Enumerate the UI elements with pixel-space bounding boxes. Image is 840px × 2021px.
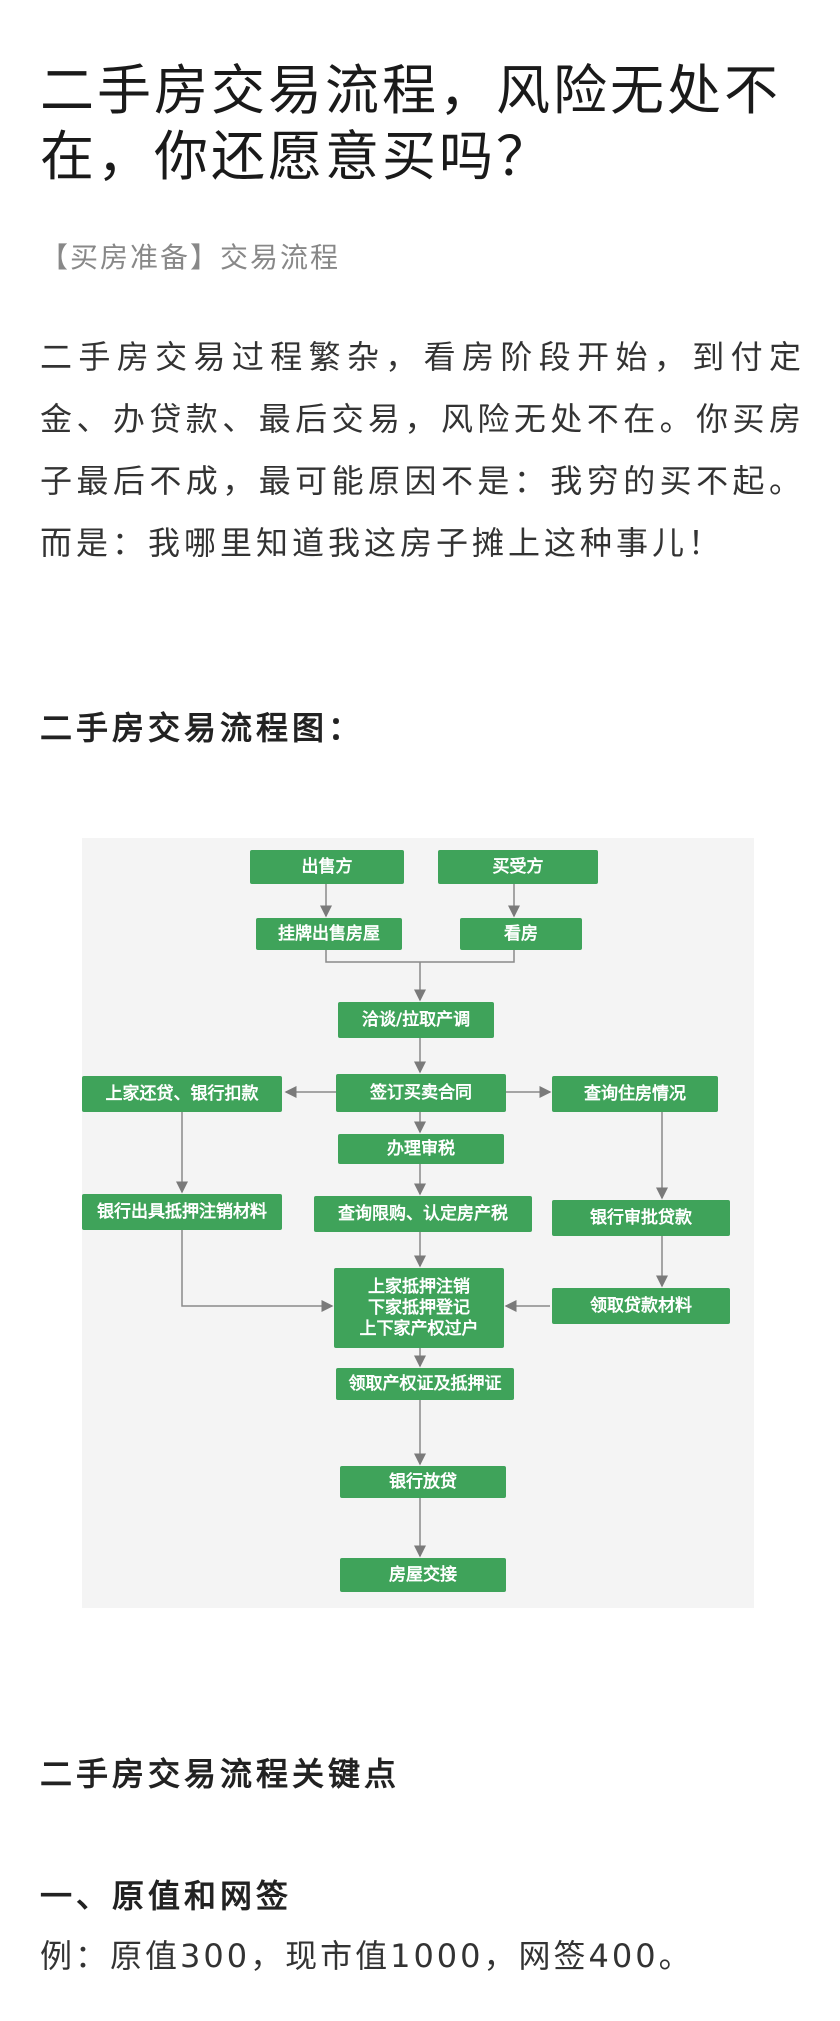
key-points-heading: 二手房交易流程关键点: [40, 1755, 401, 1793]
article-category[interactable]: 【买房准备】交易流程: [40, 241, 341, 274]
node-certificate: 领取产权证及抵押证: [336, 1368, 514, 1400]
transaction-flowchart: 出售方 买受方 挂牌出售房屋 看房 洽谈/拉取产调 签订买卖合同 上家还贷、银行…: [82, 838, 754, 1608]
node-tax-review: 办理审税: [338, 1134, 504, 1164]
article-intro: 二手房交易过程繁杂，看房阶段开始，到付定金、办贷款、最后交易，风险无处不在。你买…: [40, 338, 805, 562]
node-negotiate: 洽谈/拉取产调: [338, 1002, 494, 1038]
node-viewing: 看房: [460, 918, 582, 950]
node-bank-release-materials: 银行出具抵押注销材料: [82, 1194, 282, 1230]
section-one-heading: 一、原值和网签: [40, 1877, 293, 1915]
node-transfer: 上家抵押注销 下家抵押登记 上下家产权过户: [334, 1268, 504, 1348]
node-sign-contract: 签订买卖合同: [336, 1074, 506, 1112]
node-check-housing: 查询住房情况: [552, 1076, 718, 1112]
node-buyer: 买受方: [438, 850, 598, 884]
flowchart-arrows: [176, 884, 668, 1558]
node-loan-materials: 领取贷款材料: [552, 1288, 730, 1324]
example-text: 例：原值300，现市值1000，网签400。: [40, 1937, 694, 1975]
article-title: 二手房交易流程，风险无处不在，你还愿意买吗？: [40, 59, 781, 188]
node-disburse: 银行放贷: [340, 1466, 506, 1498]
node-seller-repay: 上家还贷、银行扣款: [82, 1076, 282, 1112]
node-purchase-limit: 查询限购、认定房产税: [314, 1196, 532, 1232]
node-handover: 房屋交接: [340, 1558, 506, 1592]
node-listing: 挂牌出售房屋: [256, 918, 402, 950]
flowchart-heading: 二手房交易流程图：: [40, 709, 365, 747]
node-seller: 出售方: [250, 850, 404, 884]
node-loan-approval: 银行审批贷款: [552, 1200, 730, 1236]
